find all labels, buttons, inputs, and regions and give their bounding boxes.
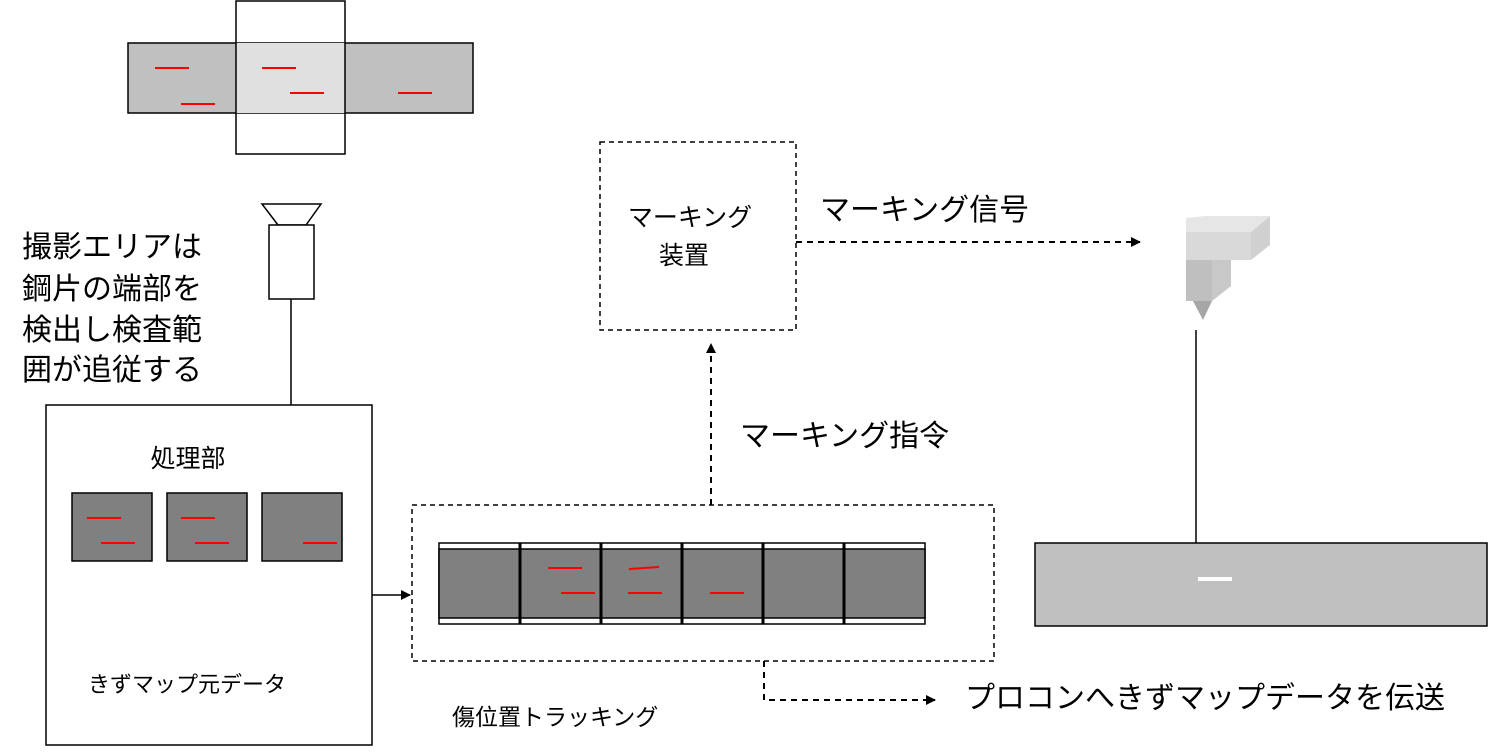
steel-billet-marked [1034,542,1488,627]
image-frame-1 [71,492,153,562]
marking-device-line1: マーキング [628,203,752,232]
camera-note-line1: 撮影エリアは [22,230,202,265]
flaw-map-source-label: きずマップ元データ [88,673,286,698]
transfer-arrow [763,661,936,705]
processing-title: 処理部 [150,444,225,473]
marking-head-icon [1186,216,1270,320]
processing-unit: 処理部 きずマップ元データ [45,404,373,746]
image-frame-2 [166,492,248,562]
camera-note-line4: 囲が追従する [22,353,202,388]
marking-device-line2: 装置 [659,241,709,270]
camera-icon [260,203,323,300]
flaw-mark [628,566,660,570]
image-frame-3 [261,492,343,562]
steel-billet-top [127,0,474,155]
tracking-label: 傷位置トラッキング [452,705,658,731]
marking-command-label: マーキング指令 [740,419,949,454]
tracking-box [411,504,995,662]
marking-device: マーキング 装置 [599,141,797,331]
camera-note-line3: 検出し検査範 [22,313,202,348]
imaging-area-frame [235,0,346,155]
camera-note-line2: 鋼片の端部を [22,272,202,307]
marking-signal-label: マーキング信号 [820,193,1029,228]
transfer-label: プロコンへきずマップデータを伝送 [965,681,1445,716]
